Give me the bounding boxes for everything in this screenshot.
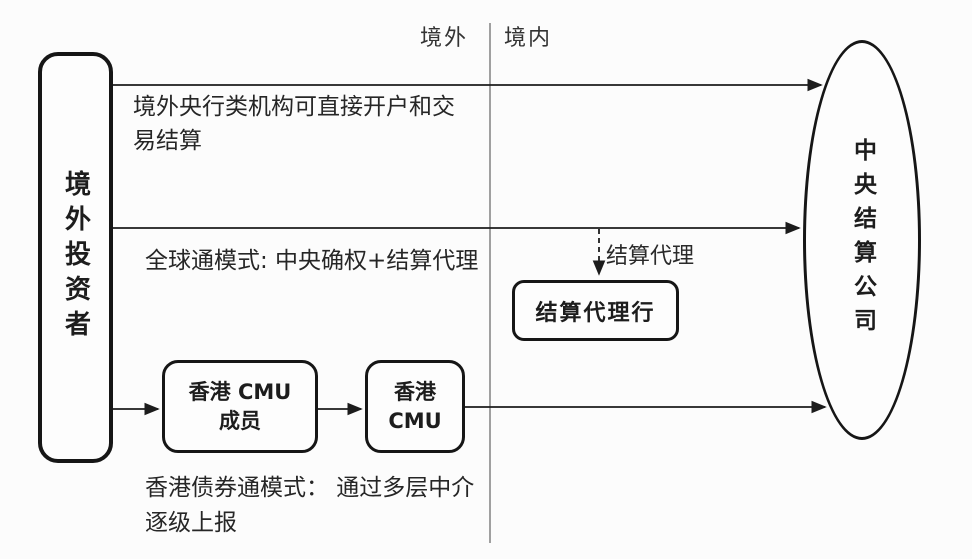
annotation-bond-connect-mode-line1: 香港债券通模式： 通过多层中介 — [145, 475, 475, 501]
annotation-direct-mode-line2: 易结算 — [133, 128, 202, 154]
node-hk-cmu-label-line2: CMU — [388, 408, 442, 433]
node-hk-cmu-member-label-line2: 成员 — [219, 408, 261, 433]
node-overseas-investor-label: 境外投资者 — [60, 170, 91, 345]
annotation-direct-mode: 境外央行类机构可直接开户和交 易结算 — [133, 90, 455, 158]
node-hk-cmu-label: 香港 CMU — [388, 378, 441, 436]
region-label-offshore: 境外 — [420, 26, 469, 51]
node-hk-cmu: 香港 CMU — [365, 360, 465, 453]
node-settlement-agent-bank: 结算代理行 — [512, 280, 679, 341]
node-overseas-investor: 境外投资者 — [38, 52, 113, 463]
node-hk-cmu-member-label-line1: 香港 CMU — [188, 379, 292, 404]
node-central-clearing-company: 中央结算公司 — [803, 40, 921, 440]
node-central-clearing-company-label: 中央结算公司 — [849, 138, 876, 342]
annotation-bond-connect-mode: 香港债券通模式： 通过多层中介 逐级上报 — [145, 471, 474, 541]
annotation-bond-connect-mode-line2: 逐级上报 — [145, 510, 237, 536]
region-label-onshore: 境内 — [504, 26, 553, 51]
node-settlement-agent-bank-label: 结算代理行 — [535, 300, 656, 326]
annotation-global-mode: 全球通模式: 中央确权+结算代理 — [145, 248, 479, 274]
node-hk-cmu-member-label: 香港 CMU 成员 — [189, 378, 292, 436]
annotation-direct-mode-line1: 境外央行类机构可直接开户和交 — [133, 94, 455, 120]
node-hk-cmu-member: 香港 CMU 成员 — [162, 360, 318, 453]
node-hk-cmu-label-line1: 香港 — [394, 379, 436, 404]
annotation-settlement-agent: 结算代理 — [606, 244, 695, 269]
